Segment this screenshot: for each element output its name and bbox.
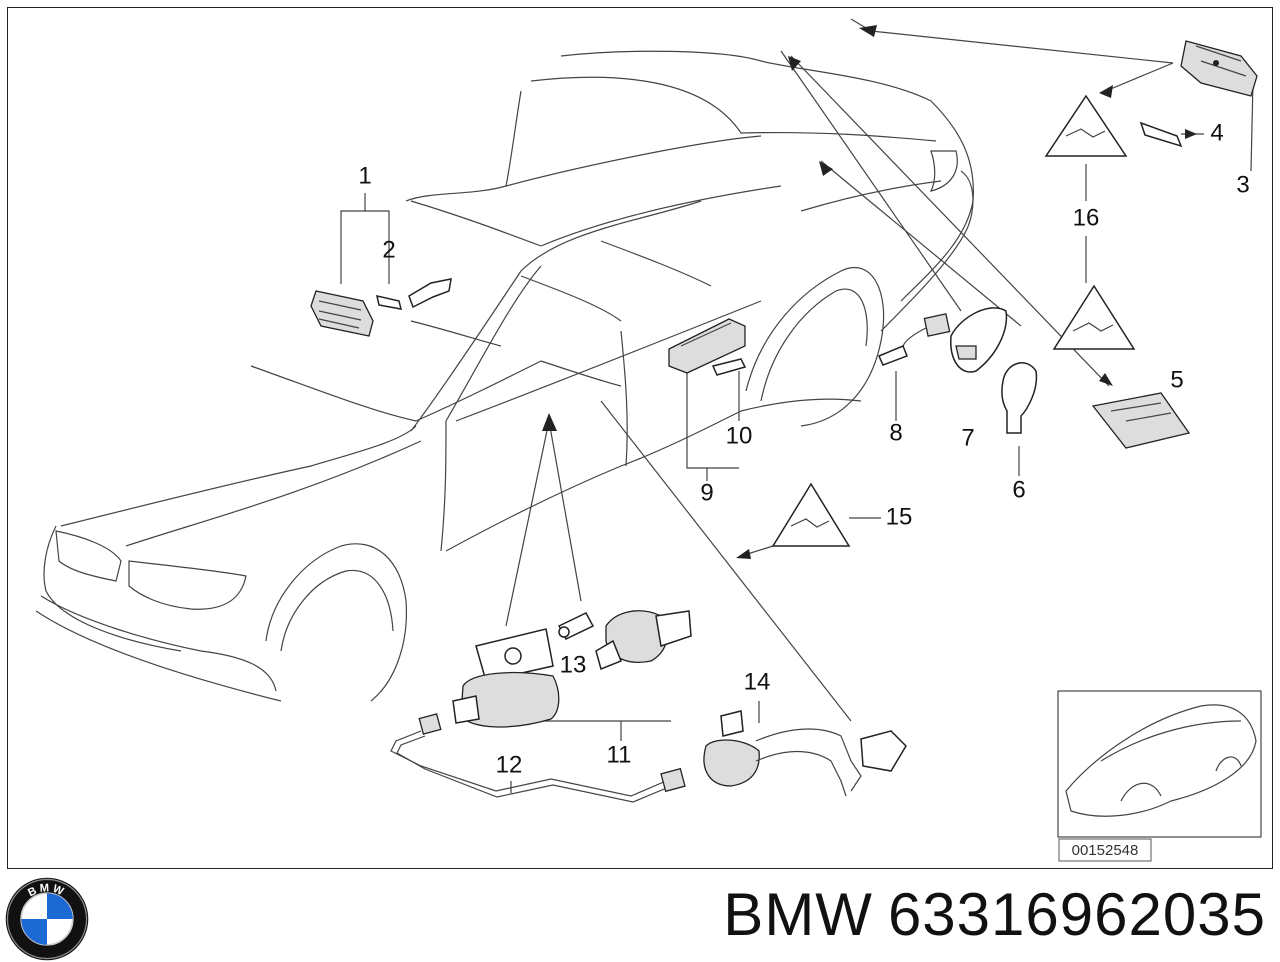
wire-harness-8 bbox=[878, 313, 951, 366]
callout-15: 15 bbox=[886, 503, 913, 530]
parts-diagram-drawing: 00152548 1 2 3 4 5 6 7 8 9 10 11 12 13 1… bbox=[35, 18, 1262, 862]
festoon-bulb bbox=[376, 295, 403, 310]
courtesy-light-housing bbox=[1180, 40, 1258, 97]
callout-numbers: 1 2 3 4 5 6 7 8 9 10 11 12 13 14 15 16 bbox=[358, 119, 1249, 778]
lock-lamp-14 bbox=[703, 710, 907, 797]
logo-letters: BMW bbox=[26, 882, 65, 899]
bulb-13 bbox=[557, 612, 595, 640]
bulb-socket bbox=[595, 610, 692, 671]
luggage-compartment-light bbox=[1091, 392, 1191, 449]
cable-12 bbox=[390, 713, 686, 803]
warning-triangle-15 bbox=[771, 482, 851, 547]
callout-3: 3 bbox=[1236, 171, 1249, 198]
inset-thumbnail: 00152548 bbox=[1057, 690, 1262, 862]
callout-5: 5 bbox=[1170, 366, 1183, 393]
callout-16: 16 bbox=[1073, 204, 1100, 231]
car-outline bbox=[35, 50, 974, 702]
contact-switch bbox=[1001, 362, 1038, 434]
callout-8: 8 bbox=[889, 419, 902, 446]
callout-14: 14 bbox=[744, 668, 771, 695]
svg-text:BMW: BMW bbox=[26, 882, 67, 899]
parts-diagram: 00152548 1 2 3 4 5 6 7 8 9 10 11 12 13 1… bbox=[7, 7, 1273, 869]
callout-1: 1 bbox=[358, 162, 371, 189]
callout-4: 4 bbox=[1210, 119, 1223, 146]
trim-cover bbox=[950, 307, 1008, 373]
callout-12: 12 bbox=[496, 751, 523, 778]
callout-2: 2 bbox=[382, 236, 395, 263]
callout-11: 11 bbox=[607, 741, 632, 768]
bmw-logo-icon: BMW bbox=[5, 877, 89, 961]
interior-light-lens bbox=[310, 290, 374, 337]
lamp-module bbox=[452, 628, 560, 728]
brand-name: BMW bbox=[723, 881, 873, 948]
figure-id-label: 00152548 bbox=[1072, 842, 1139, 859]
part-number: 63316962035 bbox=[887, 881, 1266, 948]
callout-6: 6 bbox=[1012, 476, 1025, 503]
arrow-bracket bbox=[408, 278, 452, 309]
door-light-housing bbox=[668, 318, 746, 374]
festoon-bulb-2 bbox=[1139, 121, 1183, 148]
warning-triangle-16a bbox=[1044, 94, 1128, 157]
callout-7: 7 bbox=[961, 424, 974, 451]
callout-13: 13 bbox=[560, 651, 587, 678]
arrowheads bbox=[542, 25, 1197, 559]
festoon-bulb-3 bbox=[711, 358, 747, 376]
leader-lines bbox=[340, 18, 1254, 793]
callout-10: 10 bbox=[726, 422, 753, 449]
callout-9: 9 bbox=[700, 479, 713, 506]
warning-triangle-16b bbox=[1052, 284, 1136, 350]
